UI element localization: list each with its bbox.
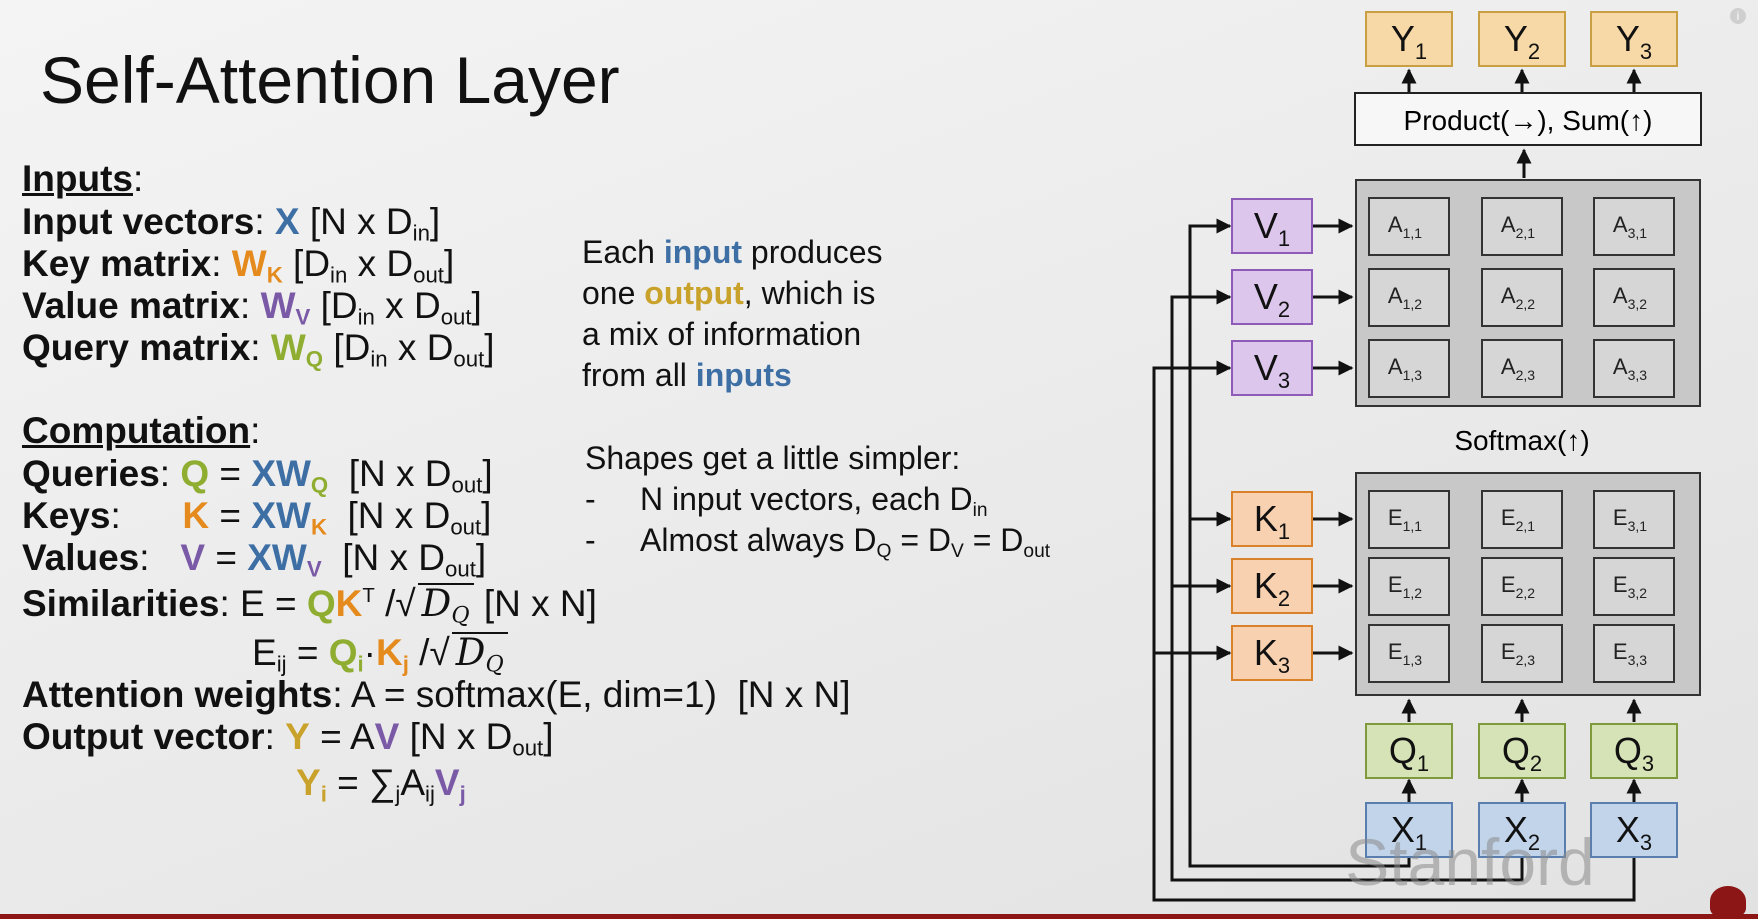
queries-label: Queries — [22, 453, 160, 494]
shapes-item-1: N input vectors, each Din — [640, 481, 988, 521]
query-q1: Q1 — [1365, 723, 1453, 779]
attention-cell-3-1: A3,1 — [1593, 197, 1675, 256]
svg-text:K2: K2 — [1254, 565, 1290, 611]
x-shape-sub: in — [412, 220, 430, 246]
attention-cell-2-3: A2,3 — [1481, 339, 1563, 398]
note-mix-line2: one output, which is — [582, 275, 876, 311]
query-matrix-line: Query matrix: WQ [Din x Dout] — [22, 327, 495, 372]
inputs-heading: Inputs: — [22, 158, 144, 199]
attention-label: Attention weights — [22, 674, 333, 715]
input-vectors-line: Input vectors: X [N x Din] — [22, 201, 441, 246]
attention-cell-1-1: A1,1 — [1368, 197, 1450, 256]
svg-text:A3,1: A3,1 — [1613, 212, 1647, 241]
similarity-cell-1-3: E1,3 — [1368, 624, 1450, 683]
similarity-cell-2-1: E2,1 — [1481, 490, 1563, 549]
yi-line: Yi = ∑jAijVj — [296, 762, 466, 807]
output-line: Output vector: Y = AV [N x Dout] — [22, 716, 554, 761]
output-y2: Y2 — [1478, 11, 1566, 67]
values-label: Values — [22, 537, 140, 578]
similarities-label: Similarities — [22, 583, 220, 624]
attention-line: Attention weights: A = softmax(E, dim=1)… — [22, 674, 851, 715]
svg-text:Y1: Y1 — [1391, 18, 1427, 64]
wk-symbol: WK — [231, 243, 283, 288]
value-v1: V1 — [1231, 198, 1313, 254]
similarity-cell-3-2: E3,2 — [1593, 557, 1675, 616]
product-sum-label: Product(→), Sum(↑) — [1404, 105, 1653, 136]
softmax-label: Softmax(↑) — [1454, 425, 1589, 456]
attention-cell-2-2: A2,2 — [1481, 268, 1563, 327]
similarity-cell-1-1: E1,1 — [1368, 490, 1450, 549]
shapes-dash-2: - — [585, 522, 596, 558]
similarity-cell-2-2: E2,2 — [1481, 557, 1563, 616]
note-mix-line3: a mix of information — [582, 316, 862, 352]
similarity-cell-1-2: E1,2 — [1368, 557, 1450, 616]
product-sum-box — [1354, 92, 1702, 146]
computation-heading: Computation: — [22, 410, 261, 451]
stanford-logo-icon — [1710, 886, 1746, 916]
key-k1: K1 — [1231, 491, 1313, 547]
input-x2: X2 — [1478, 802, 1566, 858]
value-v3: V3 — [1231, 340, 1313, 396]
info-icon[interactable]: i — [1730, 8, 1746, 24]
shapes-dash-1: - — [585, 481, 596, 517]
shapes-item-2: Almost always DQ = DV = Dout — [640, 522, 1051, 562]
wq-symbol: WQ — [270, 327, 324, 372]
key-matrix-line: Key matrix: WK [Din x Dout] — [22, 243, 455, 288]
input-x3: X3 — [1590, 802, 1678, 858]
stanford-watermark: Stanford — [1345, 825, 1595, 899]
x-shape: N x D — [320, 201, 413, 242]
slide-title: Self-Attention Layer — [40, 43, 620, 117]
key-matrix-label: Key matrix — [22, 243, 212, 284]
attention-cell-1-2: A1,2 — [1368, 268, 1450, 327]
wire-x2 — [1170, 295, 1524, 882]
wv-symbol: WV — [260, 285, 311, 330]
keys-line: Keys: K = XWK [N x Dout] — [22, 495, 492, 540]
value-matrix-label: Value matrix — [22, 285, 241, 326]
similarity-cell-3-3: E3,3 — [1593, 624, 1675, 683]
svg-text:A1,1: A1,1 — [1388, 212, 1422, 241]
x-symbol: X — [274, 201, 300, 242]
wire-x3 — [1152, 366, 1636, 902]
key-k3: K3 — [1231, 625, 1313, 681]
wire-x1 — [1188, 224, 1411, 868]
similarity-cell-3-1: E3,1 — [1593, 490, 1675, 549]
query-matrix-label: Query matrix — [22, 327, 251, 368]
similarities-line: Similarities: E = QKT /√DQ [N x N] — [22, 582, 597, 629]
inputs-heading-text: Inputs — [22, 158, 133, 199]
attention-cell-2-1: A2,1 — [1481, 197, 1563, 256]
output-label: Output vector — [22, 716, 265, 757]
attention-cell-1-3: A1,3 — [1368, 339, 1450, 398]
attention-cell-3-3: A3,3 — [1593, 339, 1675, 398]
output-y3: Y3 — [1590, 11, 1678, 67]
query-q2: Q2 — [1478, 723, 1566, 779]
note-mix-line1: Each input produces — [582, 234, 883, 270]
values-line: Values: V = XWV [N x Dout] — [22, 537, 487, 582]
value-v2: V2 — [1231, 269, 1313, 325]
value-matrix-line: Value matrix: WV [Din x Dout] — [22, 285, 482, 330]
svg-text:A1,2: A1,2 — [1388, 283, 1422, 312]
query-q3: Q3 — [1590, 723, 1678, 779]
shapes-heading: Shapes get a little simpler: — [585, 440, 961, 476]
queries-line: Queries: Q = XWQ [N x Dout] — [22, 453, 493, 498]
svg-text:K1: K1 — [1254, 498, 1290, 544]
input-x1: X1 — [1365, 802, 1453, 858]
note-mix-line4: from all inputs — [582, 357, 792, 393]
output-y1: Y1 — [1365, 11, 1453, 67]
svg-text:V3: V3 — [1254, 347, 1290, 393]
keys-label: Keys — [22, 495, 111, 536]
key-k2: K2 — [1231, 558, 1313, 614]
bottom-bar — [0, 914, 1758, 919]
eij-line: Eij = Qi·Kj /√DQ — [252, 632, 508, 676]
similarity-cell-2-3: E2,3 — [1481, 624, 1563, 683]
input-vectors-label: Input vectors — [22, 201, 255, 242]
attention-cell-3-2: A3,2 — [1593, 268, 1675, 327]
